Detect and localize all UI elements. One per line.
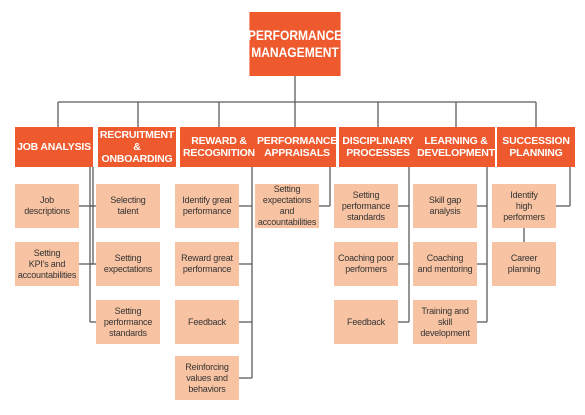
category-recruitment-onboarding: RECRUITMENT & ONBOARDING [98,127,176,167]
item-identify-high-performers: Identify high performers [492,184,556,228]
item-setting-expectations: Setting expectations [96,242,160,286]
item-setting-kpis-accountabilities: Setting KPI's and accountabilities [15,242,79,286]
item-reward-feedback: Feedback [175,300,239,344]
item-reinforcing-values-behaviors: Reinforcing values and behaviors [175,356,239,400]
root-node-performance-management: PERFORMANCE MANAGEMENT [248,12,342,76]
item-setting-expectations-accountabilities: Setting expectations and accountabilitie… [255,184,319,228]
item-setting-performance-standards: Setting performance standards [96,300,160,344]
category-reward-recognition: REWARD & RECOGNITION [180,127,258,167]
item-identify-great-performance: Identify great performance [175,184,239,228]
category-succession-planning: SUCCESSION PLANNING [497,127,575,167]
item-disciplinary-performance-standards: Setting performance standards [334,184,398,228]
item-skill-gap-analysis: Skill gap analysis [413,184,477,228]
item-coaching-mentoring: Coaching and mentoring [413,242,477,286]
category-performance-appraisals: PERFORMANCE APPRAISALS [257,127,337,167]
item-job-descriptions: Job descriptions [15,184,79,228]
category-job-analysis: JOB ANALYSIS [15,127,93,167]
item-selecting-talent: Selecting talent [96,184,160,228]
item-career-planning: Career planning [492,242,556,286]
category-learning-development: LEARNING & DEVELOPMENT [417,127,495,167]
item-training-skill-development: Training and skill development [413,300,477,344]
item-reward-great-performance: Reward great performance [175,242,239,286]
category-disciplinary-processes: DISCIPLINARY PROCESSES [339,127,417,167]
item-coaching-poor-performers: Coaching poor performers [334,242,398,286]
item-disciplinary-feedback: Feedback [334,300,398,344]
